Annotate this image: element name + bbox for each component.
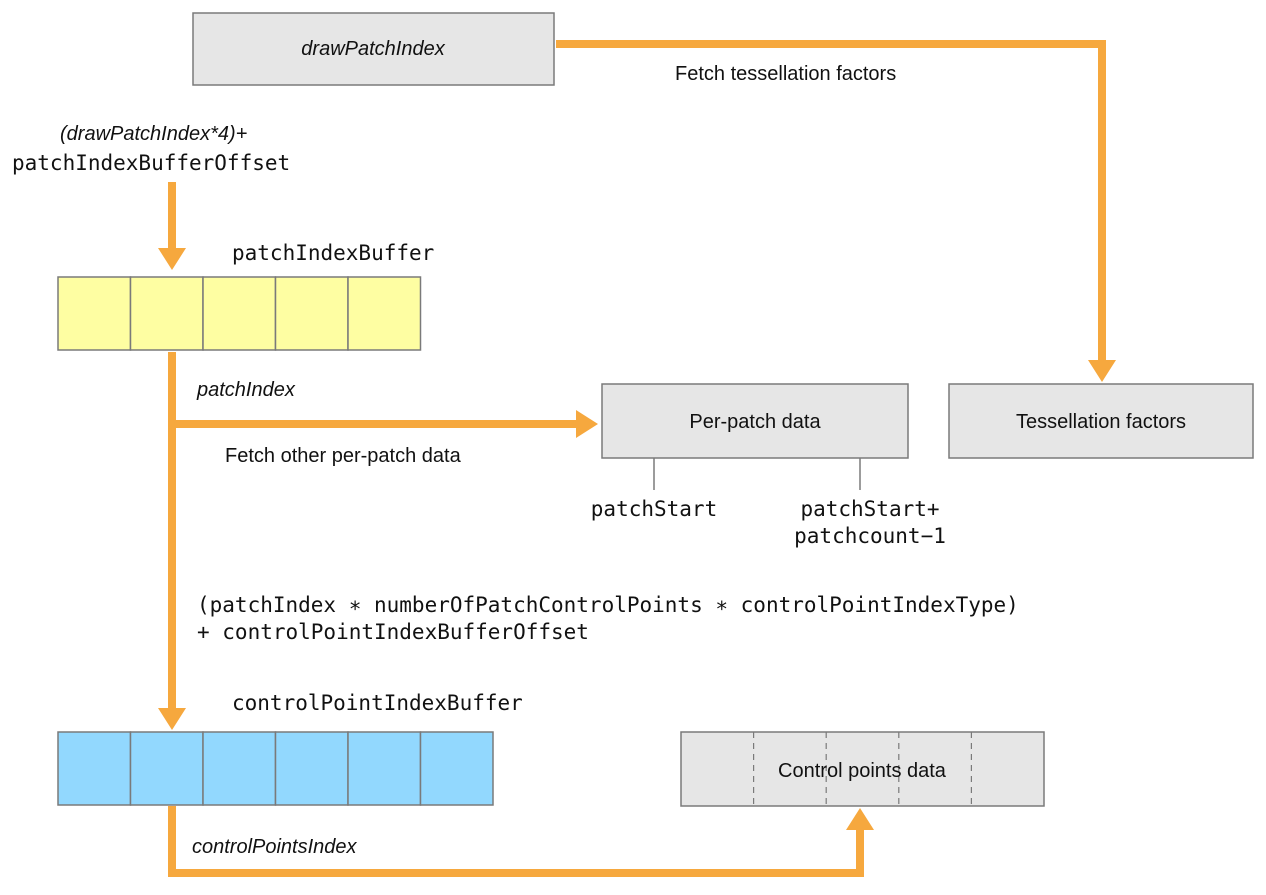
fetch-other-per-patch-label: Fetch other per-patch data: [225, 445, 462, 467]
per-patch-data-text: Per-patch data: [689, 411, 821, 433]
control-point-index-buffer-cell-4: [274, 731, 349, 806]
control-point-index-buffer-cell-2: [129, 731, 204, 806]
control-points-index-label: controlPointsIndex: [192, 836, 358, 858]
patch-offset-expression-line2: patchIndexBufferOffset: [12, 151, 290, 175]
tessellation-factors-box: Tessellation factors: [948, 383, 1254, 459]
arrowheads: [158, 248, 1116, 830]
patch-index-buffer-cell-1: [57, 276, 132, 351]
draw-patch-index-text: drawPatchIndex: [301, 38, 445, 60]
control-offset-expression-line1: (patchIndex ∗ numberOfPatchControlPoints…: [197, 593, 1019, 617]
fetch-tessellation-label: Fetch tessellation factors: [675, 63, 896, 85]
patch-index-label: patchIndex: [196, 379, 296, 401]
connectors: [168, 40, 1106, 877]
patch-index-buffer-cell-2: [129, 276, 204, 351]
control-point-index-buffer-cell-6: [419, 731, 494, 806]
patch-index-buffer-cell-5: [347, 276, 422, 351]
control-point-index-buffer-cell-3: [202, 731, 277, 806]
control-offset-expression-line2: + controlPointIndexBufferOffset: [197, 620, 589, 644]
patch-end-label-line2: patchcount−1: [794, 524, 946, 548]
control-buffer-arrowhead: [158, 708, 186, 730]
patch-index-buffer: [57, 276, 422, 351]
patch-index-buffer-cell-3: [202, 276, 277, 351]
patch-offset-expression-line1: (drawPatchIndex*4)+: [60, 123, 247, 145]
patch-index-buffer-label: patchIndexBuffer: [232, 241, 434, 265]
patch-index-buffer-cell-4: [274, 276, 349, 351]
control-point-index-buffer-label: controlPointIndexBuffer: [232, 691, 523, 715]
tessellation-factors-text: Tessellation factors: [1016, 411, 1186, 433]
draw-patch-index-box: drawPatchIndex: [192, 12, 555, 86]
control-point-index-buffer-cell-1: [57, 731, 132, 806]
control-points-arrowhead: [846, 808, 874, 830]
per-patch-arrowhead: [576, 410, 598, 438]
tessellation-fetch-arrow: [556, 40, 1106, 362]
control-point-index-buffer: [57, 731, 494, 806]
control-points-data-text: Control points data: [778, 760, 947, 782]
control-points-fetch-arrow: [168, 806, 864, 877]
patch-start-label: patchStart: [591, 497, 717, 521]
per-patch-data-box: Per-patch data: [601, 383, 909, 459]
tessellation-arrowhead: [1088, 360, 1116, 382]
control-points-data-box: [680, 731, 1045, 807]
patch-buffer-arrowhead: [158, 248, 186, 270]
patch-end-label-line1: patchStart+: [800, 497, 939, 521]
control-point-index-buffer-cell-5: [347, 731, 422, 806]
